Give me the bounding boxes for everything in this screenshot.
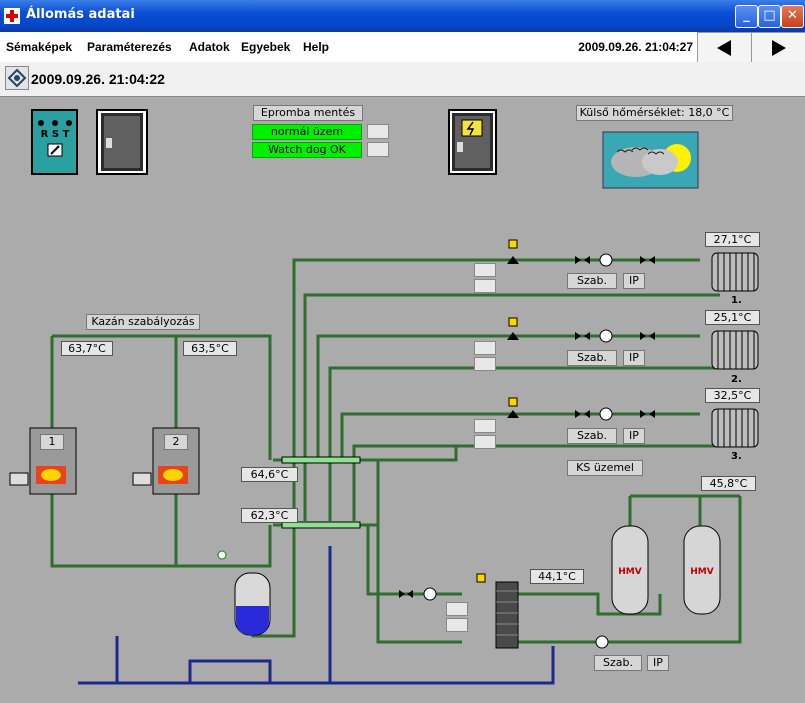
expansion-tank (234, 572, 271, 636)
minimize-button[interactable]: _ (735, 5, 758, 28)
hmv-tank-2: HMV (683, 525, 721, 615)
cold-water-pipes (78, 546, 555, 685)
ks-status: KS üzemel (567, 460, 643, 476)
menu-adatok[interactable]: Adatok (189, 40, 230, 54)
toolbar-date: 2009.09.26. 21:04:22 (31, 71, 165, 87)
circuit-1-ip-button[interactable]: IP (623, 273, 645, 289)
status-normal: normál üzem (252, 124, 362, 140)
arrow-right-icon (772, 40, 786, 56)
radiator-icon (711, 330, 759, 370)
sensor-icon (217, 550, 227, 560)
outdoor-temp-label: Külső hőmérséklet: 18,0 °C (576, 105, 733, 121)
menu-parameterezes[interactable]: Paraméterezés (87, 40, 172, 54)
schematic-canvas: R S T (0, 96, 805, 703)
supply-header (281, 456, 361, 464)
hx-down-button[interactable] (446, 618, 468, 632)
boiler-1-temp: 63,7°C (61, 341, 113, 356)
circuit-2-temp: 25,1°C (705, 310, 760, 325)
maximize-button[interactable]: □ (758, 5, 781, 28)
radiator-icon (711, 408, 759, 448)
circuit-3-valves[interactable] (507, 397, 655, 421)
radiator-icon (711, 252, 759, 292)
hmv-tank-1: HMV (611, 525, 649, 615)
control-cabinet-icon[interactable]: R S T (31, 109, 78, 175)
status-watchdog-indicator[interactable] (367, 142, 389, 157)
weather-icon (602, 131, 699, 189)
hmv-szab-button[interactable]: Szab. (594, 655, 642, 671)
circuit-3-temp: 32,5°C (705, 388, 760, 403)
boiler-control-button[interactable]: Kazán szabályozás (86, 314, 200, 330)
circuit-3-ip-button[interactable]: IP (623, 428, 645, 444)
circuit-2-szab-button[interactable]: Szab. (567, 350, 617, 366)
hmv-ip-button[interactable]: IP (647, 655, 669, 671)
hx-circuit-valves[interactable] (399, 573, 609, 649)
circuit-1-temp: 27,1°C (705, 232, 760, 247)
hmv-tank-2-label: HMV (690, 567, 713, 577)
menu-clock: 2009.09.26. 21:04:27 (578, 40, 693, 54)
refresh-icon[interactable] (5, 66, 29, 90)
circuit-2-ip-button[interactable]: IP (623, 350, 645, 366)
circuit-3-down-button[interactable] (474, 435, 496, 449)
cabinet-label: R S T (41, 129, 70, 140)
eprom-save-button[interactable]: Epromba mentés (253, 105, 363, 121)
circuit-2-valves[interactable] (507, 317, 655, 343)
window-title: Állomás adatai (26, 7, 135, 22)
circuit-1-szab-button[interactable]: Szab. (567, 273, 617, 289)
schematic-diagram: R S T (9, 109, 759, 685)
menu-bar: Sémaképek Paraméterezés Adatok Egyebek H… (0, 32, 805, 62)
door-icon[interactable] (96, 109, 148, 175)
hmv-out-temp: 45,8°C (701, 476, 756, 491)
circuit-3-number: 3. (731, 451, 742, 462)
header-top-temp: 64,6°C (241, 467, 298, 482)
prev-button[interactable] (697, 32, 752, 64)
circuit-2-down-button[interactable] (474, 357, 496, 371)
menu-semakepek[interactable]: Sémaképek (6, 40, 73, 54)
title-bar: Állomás adatai _ □ ✕ (0, 0, 805, 32)
app-icon (4, 8, 20, 24)
menu-egyebek[interactable]: Egyebek (241, 40, 291, 54)
return-header (281, 521, 361, 529)
hx-up-button[interactable] (446, 602, 468, 616)
menu-help[interactable]: Help (303, 40, 330, 54)
circuit-3-szab-button[interactable]: Szab. (567, 428, 617, 444)
circuit-1-number: 1. (731, 295, 742, 306)
electrical-door-icon[interactable] (448, 109, 497, 175)
circuit-1-valves[interactable] (507, 239, 655, 267)
status-watchdog: Watch dog OK (252, 142, 362, 158)
boiler-2-number[interactable]: 2 (164, 434, 188, 450)
circuit-3-up-button[interactable] (474, 419, 496, 433)
status-normal-indicator[interactable] (367, 124, 389, 139)
circuit-2-up-button[interactable] (474, 341, 496, 355)
heat-exchanger-temp: 44,1°C (530, 569, 584, 584)
boiler-2-temp: 63,5°C (183, 341, 237, 356)
circuit-1-up-button[interactable] (474, 263, 496, 277)
arrow-left-icon (717, 40, 731, 56)
hmv-tank-1-label: HMV (618, 567, 641, 577)
header-bottom-temp: 62,3°C (241, 508, 298, 523)
toolbar: 2009.09.26. 21:04:22 (0, 62, 805, 97)
circuit-1-down-button[interactable] (474, 279, 496, 293)
boiler-1-number[interactable]: 1 (40, 434, 64, 450)
next-button[interactable] (751, 32, 805, 64)
heat-exchanger (495, 581, 519, 649)
close-button[interactable]: ✕ (781, 5, 804, 28)
circuit-2-number: 2. (731, 374, 742, 385)
